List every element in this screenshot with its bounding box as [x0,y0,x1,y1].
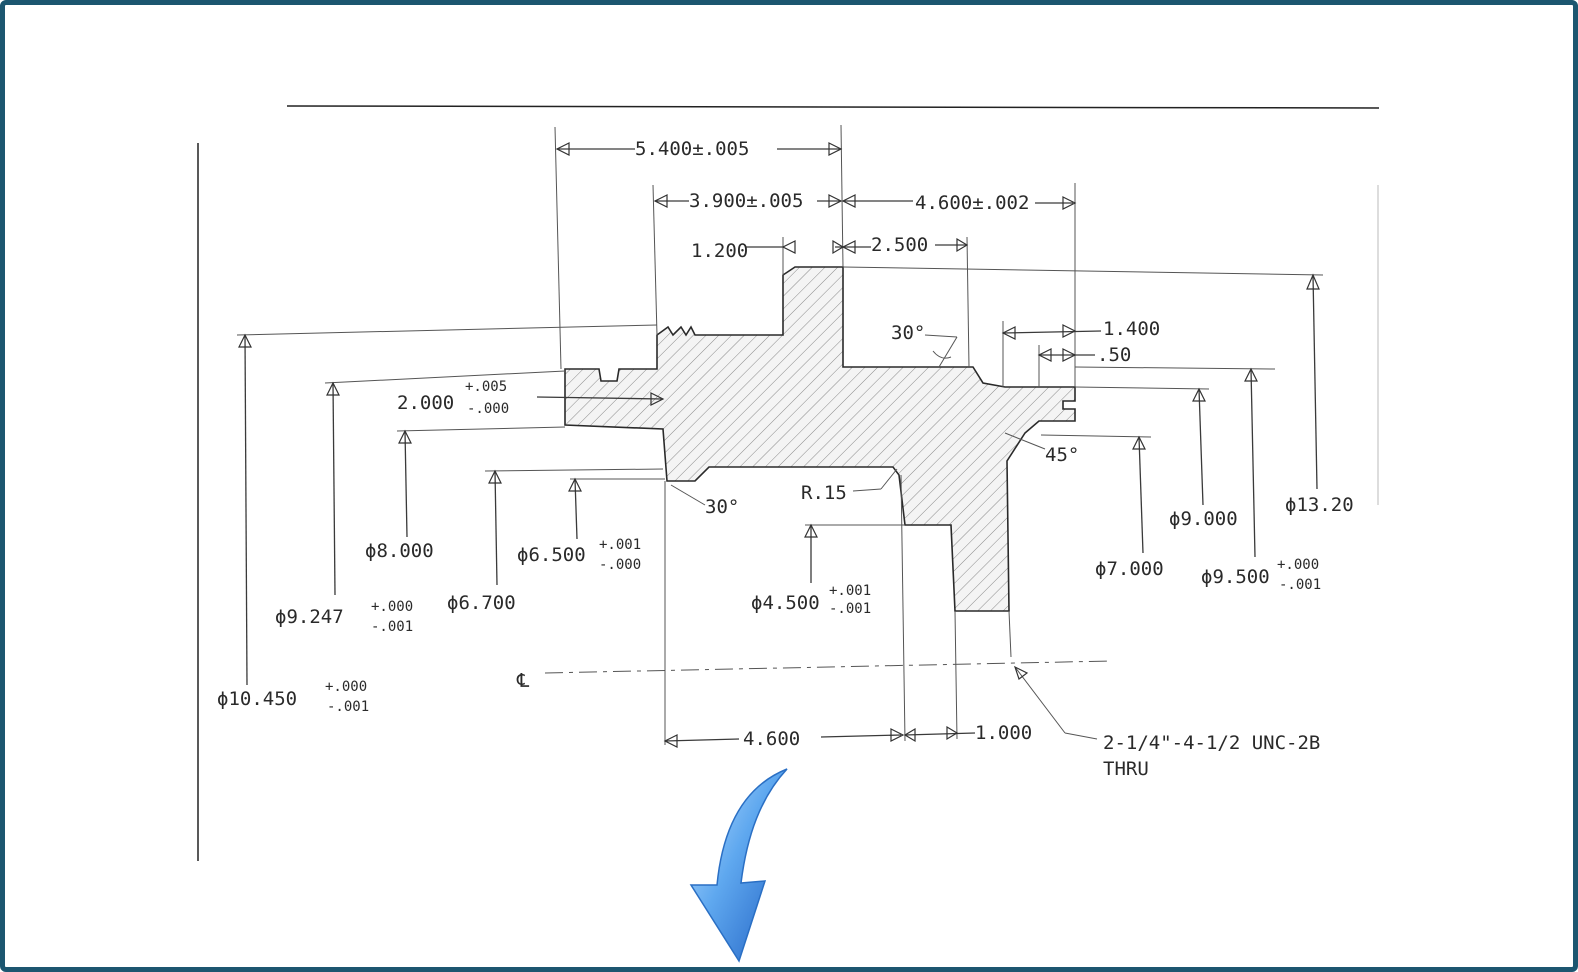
length-dim-lines [536,142,1102,748]
dia-6500: ϕ6.500 [517,544,586,566]
dia-6500-tol-minus: -.000 [599,557,641,573]
centerline [544,660,1112,674]
dim-5400: 5.400±.005 [635,138,749,160]
leader-lines-horizontal [236,266,1324,526]
dia-1320: ϕ13.20 [1285,494,1354,516]
paper-top-edge [286,105,1380,109]
dia-9247: ϕ9.247 [275,606,344,628]
radius-r015: R.15 [801,482,847,504]
dim-4600-top: 4.600±.002 [915,192,1029,214]
dia-6500-tol-plus: +.001 [599,537,641,553]
angle-leaders [670,334,1098,740]
dia-4500-tol-plus: +.001 [829,583,871,599]
dim-2500: 2.500 [871,234,928,256]
dia-4500-tol-minus: -.001 [829,601,871,617]
dia-10450-tol-minus: -.001 [327,699,369,715]
dia-9500: ϕ9.500 [1201,566,1270,588]
angle-45: 45° [1045,444,1079,466]
dia-9000: ϕ9.000 [1169,508,1238,530]
dia-9247-tol-minus: -.001 [371,619,413,635]
dia-9500-tol-plus: +.000 [1277,557,1319,573]
dim-050: .50 [1097,344,1131,366]
dia-7000: ϕ7.000 [1095,558,1164,580]
dia-6700: ϕ6.700 [447,592,516,614]
dia-9247-tol-plus: +.000 [371,599,413,615]
thread-note-line2: THRU [1103,758,1149,780]
curved-down-arrow-icon [689,768,788,963]
centerline-symbol: ℄ [516,670,530,692]
part-section [564,266,1076,612]
angle-30-top: 30° [891,322,925,344]
extension-lines [554,124,1076,745]
dim-1000: 1.000 [975,722,1032,744]
dia-10450-tol-plus: +.000 [325,679,367,695]
dim-3900: 3.900±.005 [689,190,803,212]
dia-10450: ϕ10.450 [217,688,297,710]
dim-1400: 1.400 [1103,318,1160,340]
dim-1200: 1.200 [691,240,748,262]
drawing-canvas: ℄ [197,105,1380,963]
dia-4500: ϕ4.500 [751,592,820,614]
dim-2000-tol-minus: -.000 [467,401,509,417]
thread-note-line1: 2-1/4"-4-1/2 UNC-2B [1103,732,1320,754]
dia-8000: ϕ8.000 [365,540,434,562]
dim-2000-tol-plus: +.005 [465,379,507,395]
dim-2000: 2.000 [397,392,454,414]
diameter-dim-lines [238,273,1320,686]
dia-9500-tol-minus: -.001 [1279,577,1321,593]
dim-4600-bottom: 4.600 [743,728,800,750]
angle-30-bottom: 30° [705,496,739,518]
